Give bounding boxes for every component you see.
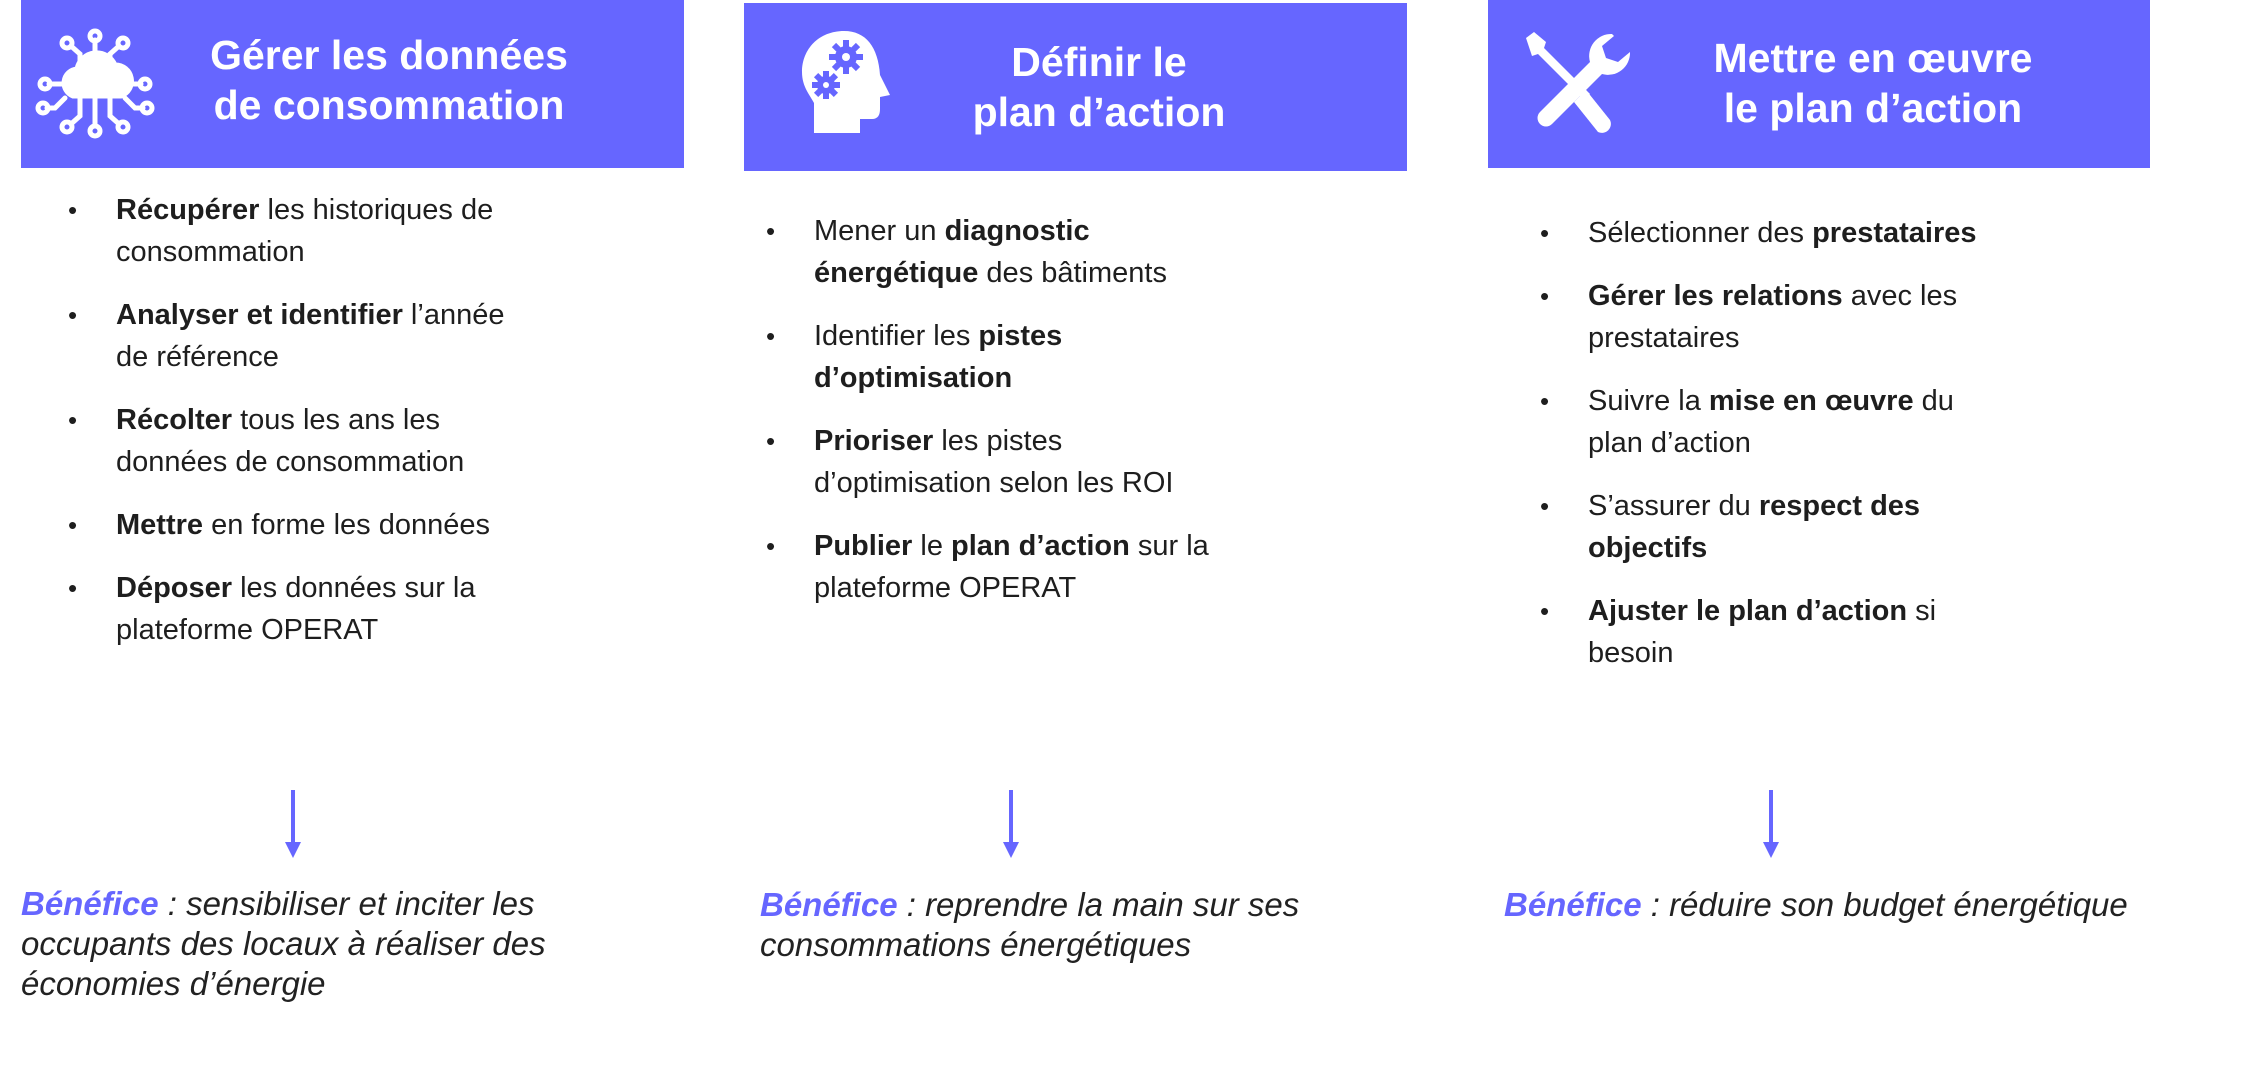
header-implement-plan: Mettre en œuvre le plan d’action — [1488, 0, 2150, 168]
list-item-text: données de consommation — [116, 446, 465, 478]
list-item-bold-text: prestataires — [1812, 217, 1977, 249]
list-item-text: du — [1913, 385, 1954, 417]
list-item: Mettre en forme les données — [46, 504, 606, 546]
list-item-text: besoin — [1588, 637, 1674, 669]
list-item-bold-text: Publier — [814, 530, 913, 562]
list-item-text: plateforme OPERAT — [116, 614, 379, 646]
head-gears-icon — [802, 31, 890, 133]
list-item-text: les pistes — [933, 425, 1063, 457]
benefit-text: Bénéfice : réduire son budget énergétiqu… — [1504, 886, 2128, 923]
list-item-text: Mener un — [814, 215, 945, 247]
list-item: S’assurer du respect des objectifs — [1518, 485, 2078, 569]
list-item-bold-text: pistes — [978, 320, 1063, 352]
list-item-bold-text: respect des — [1758, 490, 1921, 522]
list-item-text: tous les ans les — [232, 404, 440, 436]
list-item-bold-text: Ajuster le plan d’action — [1588, 595, 1908, 627]
list-item-text: plan d’action — [1588, 427, 1751, 459]
list-item: Ajuster le plan d’action si besoin — [1518, 590, 2078, 674]
list-item-bold-text: énergétique — [814, 257, 979, 289]
list-item: Publier le plan d’action sur la plateform… — [744, 525, 1344, 609]
list-item-bold-text: objectifs — [1588, 532, 1708, 564]
list-item-text: les historiques de — [259, 194, 494, 226]
list-item-text: S’assurer du — [1588, 490, 1759, 522]
arrow-down-icon — [285, 790, 301, 858]
list-item-text: les données sur la — [232, 572, 476, 604]
list-item-bold-text: diagnostic — [944, 215, 1090, 247]
list-item-text: Suivre la — [1588, 385, 1709, 417]
list-item-text: l’année — [402, 299, 505, 331]
list-item: Mener un diagnostic énergétique des bâtim… — [744, 210, 1344, 294]
list-item-bold-text: Gérer les relations — [1588, 280, 1843, 312]
arrow-down-icon — [1763, 790, 1779, 858]
list-item-bold-text: Analyser et identifier — [116, 299, 403, 331]
list-item-text: plateforme OPERAT — [814, 572, 1077, 604]
list-item: Prioriser les pistes d’optimisation selon… — [744, 420, 1344, 504]
task-list: Sélectionner des prestatairesGérer les r… — [1518, 212, 2078, 695]
list-item-bold-text: Déposer — [116, 572, 233, 604]
list-item: Gérer les relations avec les prestataires — [1518, 275, 2078, 359]
list-item-bold-text: Mettre — [116, 509, 204, 541]
list-item-text: Sélectionner des — [1588, 217, 1813, 249]
list-item: Analyser et identifier l’année de référen… — [46, 294, 606, 378]
list-item-text: des bâtiments — [978, 257, 1167, 289]
list-item-bold-text: d’optimisation — [814, 362, 1013, 394]
arrow-down-icon — [1003, 790, 1019, 858]
list-item: Déposer les données sur la plateforme OPE… — [46, 567, 606, 651]
header-define-plan: Définir le plan d’action — [744, 3, 1407, 171]
list-item-bold-text: Récolter — [116, 404, 233, 436]
list-item-bold-text: Récupérer — [116, 194, 260, 226]
tools-icon — [1526, 32, 1631, 133]
cloud-network-icon — [35, 28, 155, 139]
header-title: Mettre en œuvre le plan d’action — [1713, 35, 2033, 131]
list-item-text: Identifier les — [814, 320, 979, 352]
task-list: Mener un diagnostic énergétique des bâtim… — [744, 210, 1344, 630]
list-item-text: prestataires — [1588, 322, 1740, 354]
list-item: Identifier les pistes d’optimisation — [744, 315, 1344, 399]
header-title: Définir le plan d’action — [972, 39, 1226, 135]
list-item-text: sur la — [1129, 530, 1209, 562]
list-item: Sélectionner des prestataires — [1518, 212, 2078, 254]
task-list: Récupérer les historiques de consommation… — [46, 189, 606, 672]
list-item: Récolter tous les ans les données de cons… — [46, 399, 606, 483]
list-item-text: consommation — [116, 236, 305, 268]
list-item-text: de référence — [116, 341, 279, 373]
list-item-text: avec les — [1842, 280, 1958, 312]
list-item-text: d’optimisation selon les ROI — [814, 467, 1174, 499]
list-item: Récupérer les historiques de consommation — [46, 189, 606, 273]
benefit-text: Bénéfice : sensibiliser et inciter les o… — [21, 885, 546, 1002]
list-item-bold-text: plan d’action — [951, 530, 1130, 562]
header-manage-data: Gérer les données de consommation — [21, 0, 684, 168]
list-item-text: en forme les données — [203, 509, 490, 541]
list-item-text: si — [1907, 595, 1937, 627]
list-item: Suivre la mise en œuvre du plan d’action — [1518, 380, 2078, 464]
list-item-bold-text: mise en œuvre — [1708, 385, 1914, 417]
list-item-bold-text: Prioriser — [814, 425, 934, 457]
list-item-text: le — [912, 530, 951, 562]
header-title: Gérer les données de consommation — [210, 32, 568, 128]
benefit-text: Bénéfice : reprendre la main sur ses con… — [760, 886, 1300, 963]
